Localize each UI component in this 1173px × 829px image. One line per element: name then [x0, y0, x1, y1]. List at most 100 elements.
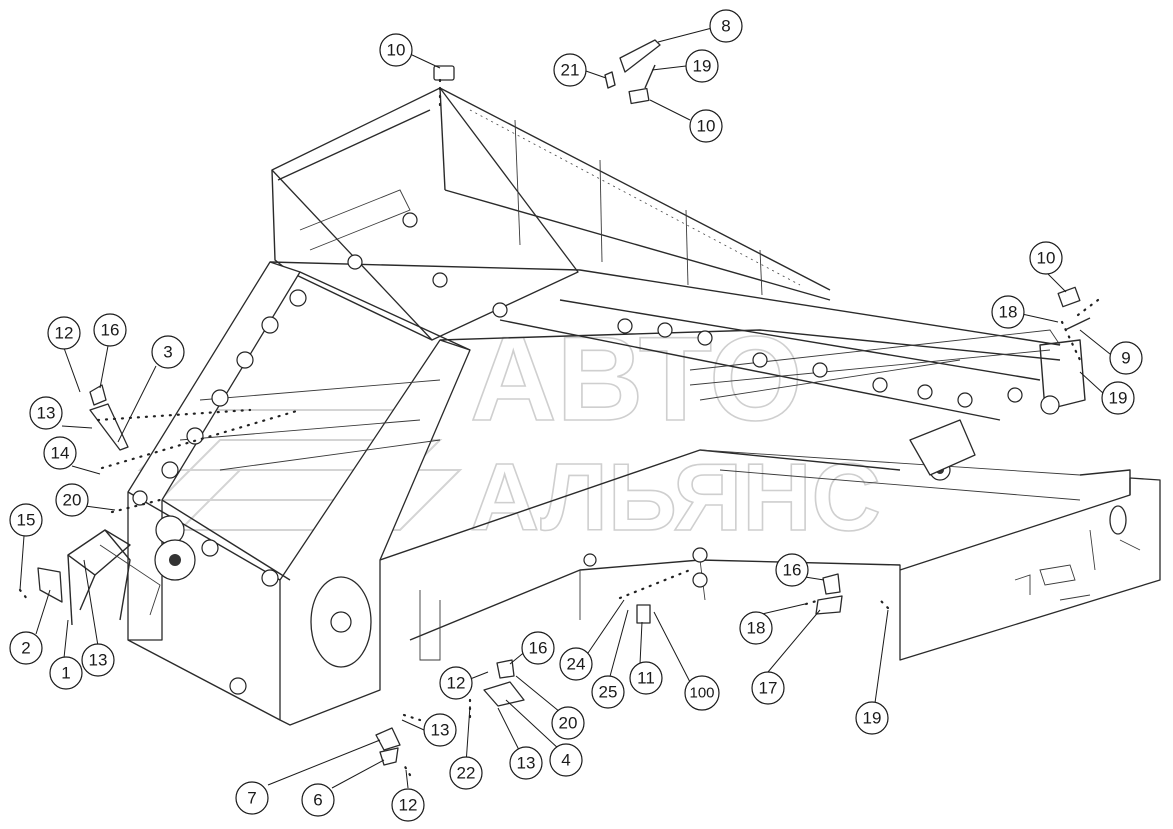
- plate-part-17: [815, 595, 843, 615]
- svg-text:2: 2: [21, 639, 30, 658]
- exploded-parts: [37, 39, 1091, 766]
- svg-text:19: 19: [863, 709, 882, 728]
- callout-8: 8: [709, 9, 743, 43]
- callout-16-c: 16: [521, 631, 555, 665]
- callout-leaders: [19, 27, 1111, 789]
- clip-part-21: [604, 71, 616, 89]
- bolt-part-19: [644, 64, 656, 89]
- callout-3: 3: [151, 335, 185, 369]
- callouts: 10 8 21 19 10 10 18 9 19 12 16 3 13 14 2…: [9, 9, 1143, 822]
- callout-7: 7: [235, 781, 269, 815]
- machine-frame: [67, 87, 1161, 726]
- svg-text:7: 7: [247, 789, 256, 808]
- callout-15: 15: [9, 503, 43, 537]
- lamp-part-10-top: [433, 65, 455, 81]
- svg-text:16: 16: [101, 321, 120, 340]
- block-part-16-mid: [496, 659, 515, 679]
- bracket-part-7: [375, 727, 401, 751]
- svg-text:13: 13: [517, 754, 536, 773]
- svg-text:10: 10: [387, 41, 406, 60]
- callout-1: 1: [49, 656, 83, 690]
- callout-16-left: 16: [93, 313, 127, 347]
- svg-text:13: 13: [431, 721, 450, 740]
- base-frame: [379, 449, 1161, 661]
- callout-100: 100: [684, 675, 720, 711]
- front-a-frame: [127, 261, 471, 726]
- shield-part-2: [37, 567, 63, 603]
- callout-17: 17: [751, 671, 785, 705]
- block-part-16-right: [822, 573, 841, 595]
- callout-19-top: 19: [685, 49, 719, 83]
- drawbar: [67, 529, 161, 621]
- svg-text:3: 3: [163, 343, 172, 362]
- block-part-11: [636, 604, 651, 624]
- svg-text:1: 1: [61, 664, 70, 683]
- svg-text:16: 16: [529, 639, 548, 658]
- svg-text:10: 10: [1037, 249, 1056, 268]
- callout-14: 14: [43, 436, 77, 470]
- svg-text:25: 25: [599, 683, 618, 702]
- svg-text:13: 13: [89, 651, 108, 670]
- callout-6: 6: [301, 783, 335, 817]
- callout-24: 24: [559, 647, 593, 681]
- svg-text:21: 21: [561, 61, 580, 80]
- callout-12-bot: 12: [391, 788, 425, 822]
- gearbox: [909, 395, 1060, 476]
- callout-18-mid: 18: [739, 611, 773, 645]
- callout-13-mid: 13: [509, 746, 543, 780]
- callout-18-right: 18: [991, 295, 1025, 329]
- svg-text:10: 10: [697, 117, 716, 136]
- svg-text:13: 13: [37, 404, 56, 423]
- callout-19-bot: 19: [855, 701, 889, 735]
- callout-10-mid: 10: [689, 109, 723, 143]
- callout-20-mid: 20: [551, 706, 585, 740]
- svg-text:20: 20: [559, 714, 578, 733]
- right-side-details: [1014, 505, 1141, 601]
- svg-text:15: 15: [17, 511, 36, 530]
- svg-text:20: 20: [63, 491, 82, 510]
- callout-12-left: 12: [47, 316, 81, 350]
- svg-text:19: 19: [1109, 389, 1128, 408]
- callout-4: 4: [549, 743, 583, 777]
- callout-19-right: 19: [1101, 381, 1135, 415]
- hopper: [271, 87, 831, 341]
- svg-text:11: 11: [637, 669, 655, 688]
- callout-20-left: 20: [55, 483, 89, 517]
- callout-21: 21: [553, 53, 587, 87]
- callout-13-left: 13: [29, 396, 63, 430]
- callout-2: 2: [9, 631, 43, 665]
- svg-text:12: 12: [55, 324, 74, 343]
- bracket-part-16-left: [89, 384, 107, 406]
- assembly-paths: [18, 78, 1100, 777]
- callout-12-mid: 12: [439, 666, 473, 700]
- svg-text:8: 8: [721, 17, 730, 36]
- callout-10-right: 10: [1029, 241, 1063, 275]
- svg-text:19: 19: [693, 57, 712, 76]
- svg-text:24: 24: [567, 655, 586, 674]
- svg-text:12: 12: [399, 796, 418, 815]
- bracket-part-8: [619, 39, 661, 73]
- svg-text:18: 18: [999, 303, 1018, 322]
- svg-text:22: 22: [457, 764, 476, 783]
- plate-part-4: [483, 681, 525, 707]
- callout-25: 25: [591, 675, 625, 709]
- callout-11: 11: [629, 661, 663, 695]
- svg-text:100: 100: [689, 685, 714, 702]
- callout-13-b: 13: [81, 643, 115, 677]
- lamp-part-10-right: [1057, 286, 1081, 308]
- svg-text:6: 6: [313, 791, 322, 810]
- callout-16-mid: 16: [775, 553, 809, 587]
- svg-text:9: 9: [1121, 349, 1130, 368]
- lamp-part-10-mid: [628, 87, 650, 105]
- pin-part-9: [1064, 317, 1091, 331]
- plate-part-3: [89, 403, 129, 451]
- callout-13-c: 13: [423, 713, 457, 747]
- svg-text:4: 4: [561, 751, 570, 770]
- callout-22: 22: [449, 756, 483, 790]
- svg-text:12: 12: [447, 674, 466, 693]
- svg-text:14: 14: [51, 444, 70, 463]
- svg-text:17: 17: [759, 679, 778, 698]
- callout-10-top: 10: [379, 33, 413, 67]
